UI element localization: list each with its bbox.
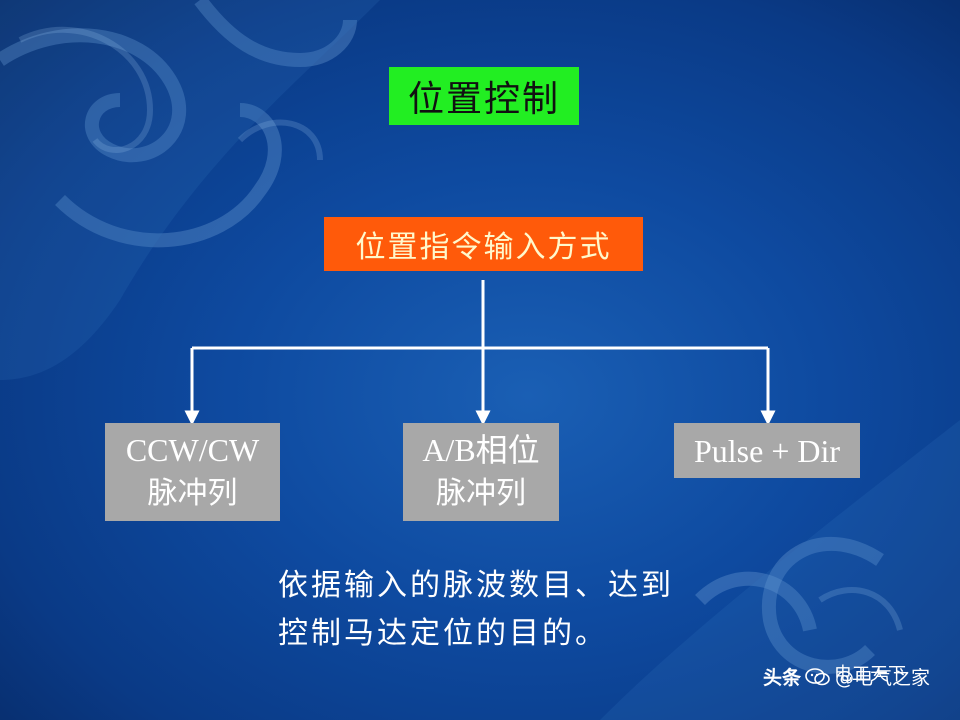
option-1-line-2: 脉冲列 <box>147 476 238 511</box>
watermark: 头条 @电气之家 <box>763 663 930 690</box>
description-line-2: 控制马达定位的目的。 <box>278 616 608 651</box>
option-ab-phase-box: A/B相位 脉冲列 <box>403 423 559 521</box>
option-1-line-1: CCW/CW <box>125 432 260 468</box>
slide-title: 位置控制 <box>389 67 579 125</box>
description-line-1: 依据输入的脉波数目、达到 <box>278 568 674 603</box>
watermark-source: 头条 <box>763 667 802 689</box>
option-3-line-1: Pulse + Dir <box>693 432 841 469</box>
option-ccw-cw-box: CCW/CW 脉冲列 <box>105 423 280 521</box>
option-pulse-dir-box: Pulse + Dir <box>674 423 860 478</box>
method-box: 位置指令输入方式 <box>324 217 643 271</box>
option-2-line-1: A/B相位 <box>422 432 540 468</box>
option-2-line-2: 脉冲列 <box>436 476 526 511</box>
description-text: 依据输入的脉波数目、达到 控制马达定位的目的。 <box>278 562 738 658</box>
watermark-brand: 电工天下 <box>834 664 906 685</box>
watermark-account: @电气之家 <box>835 667 931 689</box>
wechat-icon <box>805 667 830 685</box>
